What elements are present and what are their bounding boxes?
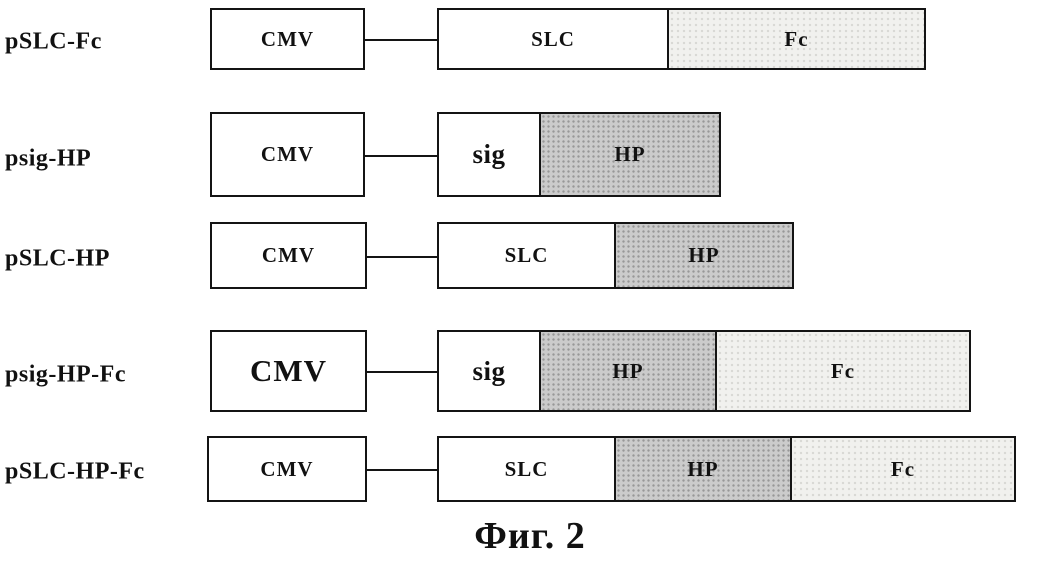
segment-fc: Fc xyxy=(667,10,924,68)
construct-name-label: pSLC-HP-Fc xyxy=(5,458,145,485)
construct-name-label: pSLC-HP xyxy=(5,245,110,272)
promoter-box-cmv: CMV xyxy=(210,222,367,289)
promoter-box-cmv: CMV xyxy=(210,112,365,197)
construct-name-label: psig-HP-Fc xyxy=(5,361,126,388)
figure-caption: Фиг. 2 xyxy=(474,515,586,557)
promoter-box-cmv: CMV xyxy=(207,436,367,502)
segment-slc: SLC xyxy=(439,10,667,68)
segment-fc: Fc xyxy=(715,332,969,410)
segment-sig: sig xyxy=(439,332,539,410)
segment-hp: HP xyxy=(539,332,715,410)
promoter-box-cmv: CMV xyxy=(210,330,367,412)
promoter-box-cmv: CMV xyxy=(210,8,365,70)
segment-hp: HP xyxy=(614,224,792,287)
connector-line xyxy=(365,39,437,41)
connector-line xyxy=(367,371,437,373)
segment-hp: HP xyxy=(614,438,790,500)
connector-line xyxy=(367,469,437,471)
segment-sig: sig xyxy=(439,114,539,195)
segment-hp: HP xyxy=(539,114,719,195)
segment-slc: SLC xyxy=(439,438,614,500)
construct-name-label: pSLC-Fc xyxy=(5,28,102,55)
segment-slc: SLC xyxy=(439,224,614,287)
segment-fc: Fc xyxy=(790,438,1014,500)
construct-name-label: psig-HP xyxy=(5,145,92,172)
connector-line xyxy=(367,255,437,258)
connector-line xyxy=(365,154,437,157)
